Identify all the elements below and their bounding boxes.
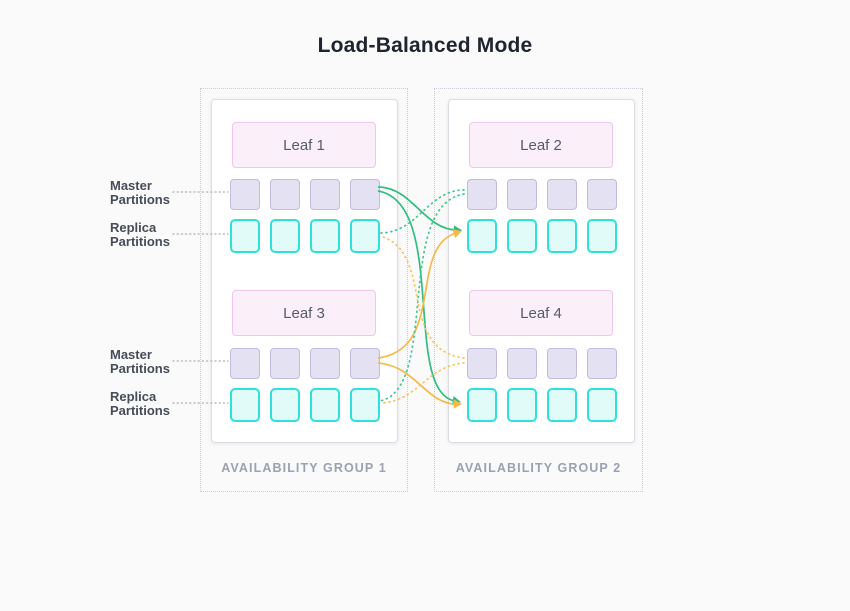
replica-partition-square xyxy=(587,219,617,253)
replica-partition-square xyxy=(270,219,300,253)
leaf-2-master-partition-row xyxy=(467,179,617,210)
leaf-3-box: Leaf 3 xyxy=(232,290,376,336)
replica-partition-square xyxy=(467,219,497,253)
label-line: Master xyxy=(110,347,152,362)
availability-group-2-label: AVAILABILITY GROUP 2 xyxy=(455,461,622,475)
replica-partition-square xyxy=(310,388,340,422)
master-partition-square xyxy=(270,179,300,210)
master-partition-square xyxy=(547,348,577,379)
master-partitions-label-bottom: Master Partitions xyxy=(110,348,180,376)
leaf-2-box: Leaf 2 xyxy=(469,122,613,168)
label-line: Partitions xyxy=(110,403,170,418)
availability-group-2: Leaf 2 Leaf 4 AVAILABILITY GROUP 2 xyxy=(434,88,643,492)
replica-partitions-label-top: Replica Partitions xyxy=(110,221,180,249)
replica-partition-square xyxy=(467,388,497,422)
label-line: Partitions xyxy=(110,361,170,376)
replica-partition-square xyxy=(230,388,260,422)
replica-partition-square xyxy=(587,388,617,422)
master-partition-square xyxy=(587,348,617,379)
master-partition-square xyxy=(350,179,380,210)
leaf-3-master-partition-row xyxy=(230,348,380,379)
diagram-title: Load-Balanced Mode xyxy=(317,34,533,57)
leaf-card-group-1: Leaf 1 Leaf 3 xyxy=(211,99,398,443)
master-partitions-label-top: Master Partitions xyxy=(110,179,180,207)
master-partition-square xyxy=(230,348,260,379)
master-partition-square xyxy=(507,348,537,379)
replica-partition-square xyxy=(507,219,537,253)
replica-partition-square xyxy=(310,219,340,253)
replica-partitions-label-bottom: Replica Partitions xyxy=(110,390,180,418)
label-line: Partitions xyxy=(110,192,170,207)
replica-partition-square xyxy=(230,219,260,253)
leaf-2-replica-partition-row xyxy=(467,219,617,253)
master-partition-square xyxy=(350,348,380,379)
availability-group-1-label: AVAILABILITY GROUP 1 xyxy=(221,461,387,475)
label-line: Partitions xyxy=(110,234,170,249)
master-partition-square xyxy=(230,179,260,210)
label-line: Master xyxy=(110,178,152,193)
master-partition-square xyxy=(270,348,300,379)
master-partition-square xyxy=(587,179,617,210)
leaf-1-master-partition-row xyxy=(230,179,380,210)
master-partition-square xyxy=(467,179,497,210)
leaf-card-group-2: Leaf 2 Leaf 4 xyxy=(448,99,635,443)
replica-partition-square xyxy=(350,219,380,253)
leaf-4-replica-partition-row xyxy=(467,388,617,422)
replica-partition-square xyxy=(547,388,577,422)
availability-group-1: Leaf 1 Leaf 3 AVAILABILITY GROUP 1 xyxy=(200,88,408,492)
master-partition-square xyxy=(547,179,577,210)
leaf-1-box: Leaf 1 xyxy=(232,122,376,168)
leaf-1-replica-partition-row xyxy=(230,219,380,253)
leaf-4-master-partition-row xyxy=(467,348,617,379)
master-partition-square xyxy=(310,179,340,210)
replica-partition-square xyxy=(350,388,380,422)
leaf-3-replica-partition-row xyxy=(230,388,380,422)
replica-partition-square xyxy=(547,219,577,253)
master-partition-square xyxy=(310,348,340,379)
replica-partition-square xyxy=(507,388,537,422)
master-partition-square xyxy=(507,179,537,210)
label-line: Replica xyxy=(110,389,157,404)
leaf-4-box: Leaf 4 xyxy=(469,290,613,336)
label-line: Replica xyxy=(110,220,157,235)
master-partition-square xyxy=(467,348,497,379)
replica-partition-square xyxy=(270,388,300,422)
